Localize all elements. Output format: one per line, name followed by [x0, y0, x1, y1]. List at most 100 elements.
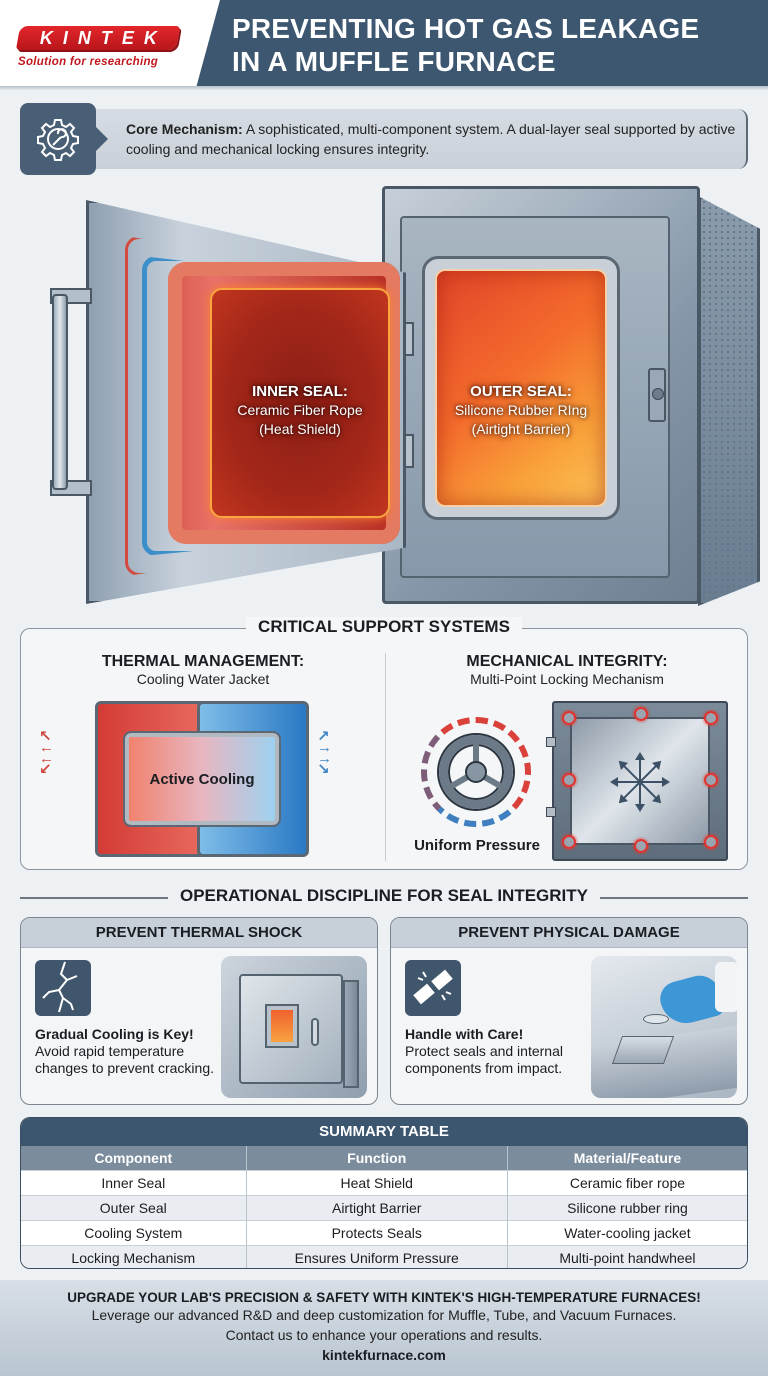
cell-function: Airtight Barrier	[246, 1194, 508, 1220]
table-row: Outer Seal Airtight Barrier Silicone rub…	[21, 1194, 747, 1220]
physical-damage-header: PREVENT PHYSICAL DAMAGE	[391, 918, 747, 948]
door-handle	[52, 294, 68, 490]
cell-component: Locking Mechanism	[21, 1244, 247, 1268]
page-title: PREVENTING HOT GAS LEAKAGE IN A MUFFLE F…	[232, 12, 762, 78]
operational-title: OPERATIONAL DISCIPLINE FOR SEAL INTEGRIT…	[20, 886, 748, 906]
inner-seal-title: INNER SEAL:	[252, 383, 348, 400]
summary-table-grid: Component Function Material/Feature Inne…	[21, 1146, 747, 1268]
pressure-arrow-icon	[639, 781, 661, 803]
cell-material: Silicone rubber ring	[507, 1194, 747, 1220]
inner-seal-core	[210, 288, 390, 518]
physical-damage-text: Handle with Care! Protect seals and inte…	[405, 1026, 595, 1077]
cell-component: Inner Seal	[21, 1169, 247, 1195]
lock-bolt-icon	[634, 707, 648, 721]
footer-cta: UPGRADE YOUR LAB'S PRECISION & SAFETY WI…	[0, 1280, 768, 1376]
small-furnace-image	[221, 956, 367, 1098]
table-row: Locking Mechanism Ensures Uniform Pressu…	[21, 1244, 747, 1268]
thermal-shock-description: Avoid rapid temperature changes to preve…	[35, 1043, 214, 1076]
title-line-2: IN A MUFFLE FURNACE	[232, 46, 556, 77]
lock-bolt-icon	[704, 773, 718, 787]
mechanical-subtitle: Multi-Point Locking Mechanism	[470, 671, 664, 687]
pressure-arrow-icon	[619, 761, 641, 783]
column-header-function: Function	[246, 1146, 508, 1170]
cool-out-arrows-icon: ↗→→↘	[317, 728, 332, 778]
thermal-management-heading: THERMAL MANAGEMENT: Cooling Water Jacket	[33, 653, 373, 689]
hot-chamber-glow	[435, 269, 607, 507]
core-mechanism-callout: Core Mechanism: A sophisticated, multi-c…	[20, 103, 750, 175]
column-header-material: Material/Feature	[507, 1146, 747, 1170]
title-line-1: PREVENTING HOT GAS LEAKAGE	[232, 13, 700, 44]
logo-badge: KINTEK	[15, 26, 181, 50]
cell-material: Water-cooling jacket	[507, 1219, 747, 1245]
cell-function: Ensures Uniform Pressure	[246, 1244, 508, 1268]
logo-text: KINTEK	[39, 27, 167, 48]
lock-hinge	[546, 737, 556, 747]
pressure-plate	[570, 717, 710, 845]
critical-support-panel: CRITICAL SUPPORT SYSTEMS THERMAL MANAGEM…	[20, 617, 748, 870]
mechanical-integrity-heading: MECHANICAL INTEGRITY: Multi-Point Lockin…	[397, 653, 737, 689]
rotation-arrows-icon	[421, 717, 531, 827]
lock-bolt-icon	[704, 711, 718, 725]
cell-function: Protects Seals	[246, 1219, 508, 1245]
thermal-shock-card: PREVENT THERMAL SHOCK Gradual Cooling is…	[20, 917, 378, 1105]
summary-table-title: SUMMARY TABLE	[21, 1118, 747, 1146]
outer-seal-role: (Airtight Barrier)	[471, 421, 571, 437]
thermal-shock-text: Gradual Cooling is Key! Avoid rapid temp…	[35, 1026, 225, 1077]
lock-hinge	[546, 807, 556, 817]
website-link[interactable]: kintekfurnace.com	[322, 1347, 446, 1363]
cell-component: Outer Seal	[21, 1194, 247, 1220]
header: KINTEK Solution for researching PREVENTI…	[0, 0, 768, 88]
wheel-rim	[439, 735, 513, 809]
mechanical-title: MECHANICAL INTEGRITY:	[466, 653, 668, 670]
door-latch	[648, 368, 666, 422]
handwheel-icon	[421, 717, 531, 827]
cell-component: Cooling System	[21, 1219, 247, 1245]
multi-point-lock-door	[546, 701, 728, 861]
gear-wrench-icon	[20, 103, 108, 175]
operational-section-heading: OPERATIONAL DISCIPLINE FOR SEAL INTEGRIT…	[20, 886, 748, 910]
pressure-arrow-icon	[612, 781, 640, 783]
lock-bolt-icon	[634, 839, 648, 853]
physical-damage-tip: Handle with Care!	[405, 1026, 524, 1042]
cell-material: Ceramic fiber rope	[507, 1169, 747, 1195]
physical-damage-card: PREVENT PHYSICAL DAMAGE Handle with Care…	[390, 917, 748, 1105]
table-row: Cooling System Protects Seals Water-cool…	[21, 1219, 747, 1245]
outer-seal-chamber	[422, 256, 620, 520]
thermal-shock-header: PREVENT THERMAL SHOCK	[21, 918, 377, 948]
title-band	[196, 0, 768, 88]
thermal-subtitle: Cooling Water Jacket	[136, 671, 270, 687]
thermal-shock-tip: Gradual Cooling is Key!	[35, 1026, 194, 1042]
footer-headline: UPGRADE YOUR LAB'S PRECISION & SAFETY WI…	[67, 1290, 701, 1305]
core-panel	[80, 109, 748, 169]
summary-table: SUMMARY TABLE Component Function Materia…	[20, 1117, 748, 1269]
core-label: Core Mechanism:	[126, 121, 243, 137]
pressure-arrow-icon	[640, 777, 670, 787]
pressure-arrow-icon	[639, 761, 661, 783]
heat-out-arrows-icon: ↖←←↙	[39, 728, 54, 778]
pressure-arrow-icon	[639, 782, 641, 810]
wheel-hub	[465, 761, 487, 783]
table-row: Inner Seal Heat Shield Ceramic fiber rop…	[21, 1169, 747, 1195]
inner-seal-material: Ceramic Fiber Rope	[237, 402, 363, 418]
core-mechanism-text: Core Mechanism: A sophisticated, multi-c…	[126, 119, 736, 159]
pressure-arrow-icon	[619, 781, 641, 803]
footer-line-2: Contact us to enhance your operations an…	[225, 1327, 543, 1343]
outer-seal-material: Silicone Rubber RIng	[454, 402, 588, 418]
footer-line-1: Leverage our advanced R&D and deep custo…	[91, 1307, 677, 1323]
broken-part-icon	[405, 960, 461, 1016]
lock-bolt-icon	[562, 711, 576, 725]
outer-seal-label: OUTER SEAL: Silicone Rubber RIng (Airtig…	[432, 382, 610, 439]
cooling-water-jacket-diagram: Active Cooling	[95, 701, 309, 857]
pressure-arrow-icon	[639, 754, 641, 782]
outer-seal-title: OUTER SEAL:	[470, 383, 572, 400]
active-cooling-core: Active Cooling	[123, 731, 281, 827]
crack-icon	[35, 960, 91, 1016]
operational-title-text: OPERATIONAL DISCIPLINE FOR SEAL INTEGRIT…	[167, 886, 601, 905]
lock-bolt-icon	[562, 835, 576, 849]
support-section-title: CRITICAL SUPPORT SYSTEMS	[21, 617, 747, 637]
thermal-title: THERMAL MANAGEMENT:	[101, 653, 305, 670]
furnace-side-panel	[698, 196, 760, 606]
kintek-logo[interactable]: KINTEK Solution for researching	[15, 26, 182, 68]
gloved-hand-image	[591, 956, 737, 1098]
physical-damage-description: Protect seals and internal components fr…	[405, 1043, 563, 1076]
